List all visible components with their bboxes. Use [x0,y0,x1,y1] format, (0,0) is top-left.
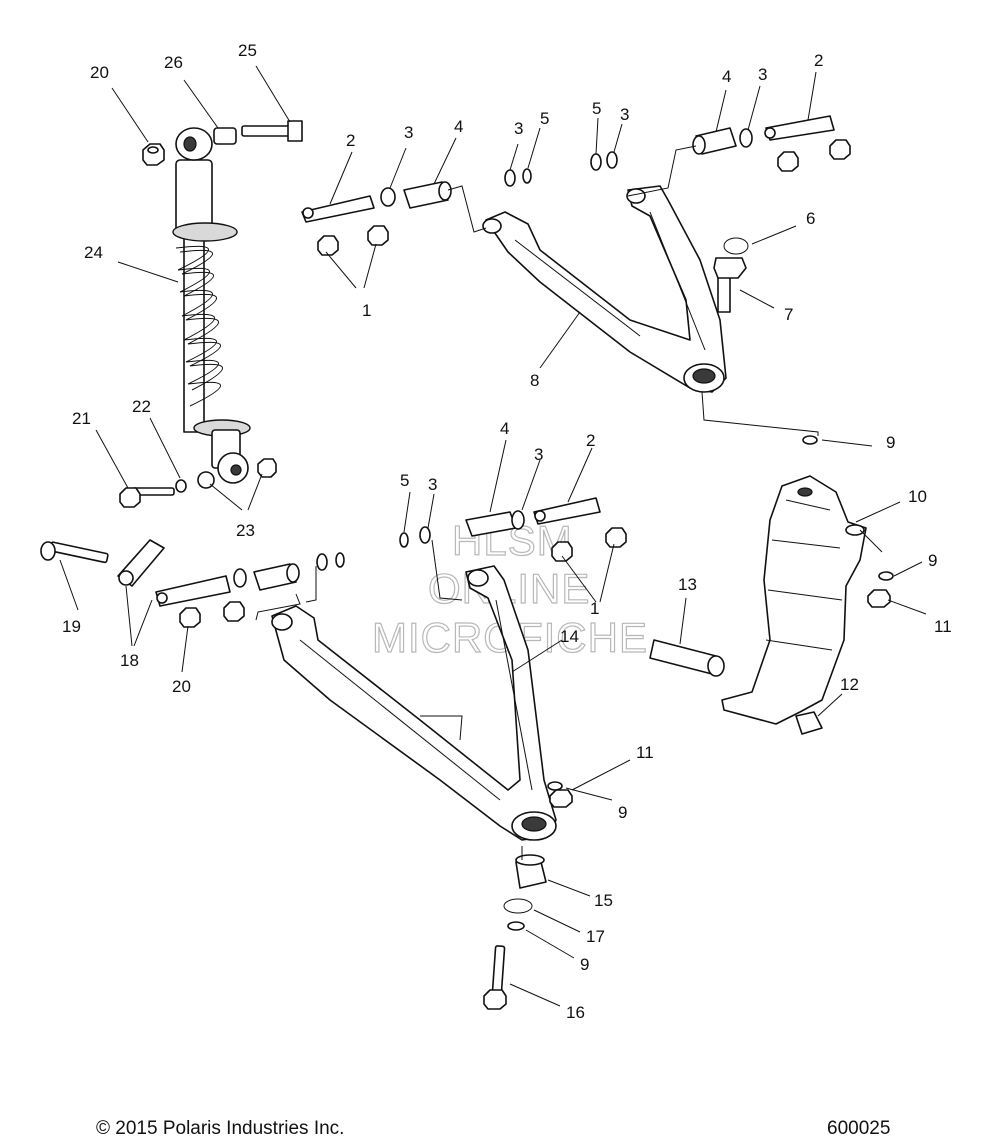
callout-7: 7 [784,305,793,324]
washer-3a [380,187,396,207]
washer-3c [606,151,618,169]
callout-8: 8 [530,371,539,390]
callout-18: 18 [120,651,139,670]
washer-3e [233,568,247,588]
connector-lines [255,145,883,860]
washer-3b [504,169,516,187]
callout-3-upper-far: 3 [758,65,767,84]
callout-15: 15 [594,891,613,910]
nut-23b [257,458,277,478]
watermark: HLSM ONLINE MICROFICHE [371,516,647,661]
shock-top-hardware [142,120,303,166]
callout-4-upper-left: 4 [454,117,463,136]
snap-ring-17 [503,898,533,914]
callout-16: 16 [566,1003,585,1022]
nut-1a [317,235,339,256]
washer-3d [739,128,753,148]
bushing-4c [253,563,297,591]
callout-25: 25 [238,41,257,60]
spacer-13 [649,639,717,675]
bolt-19 [49,541,109,564]
callout-2-upper-right: 2 [814,51,823,70]
callout-9-lower-arm: 9 [618,803,627,822]
callout-2-lower: 2 [586,431,595,450]
callout-26: 26 [164,53,183,72]
washer-22 [175,479,187,493]
leader-lines [59,65,927,1007]
ring-5b [590,153,602,171]
callout-1-lower: 1 [590,599,599,618]
callout-14: 14 [560,627,579,646]
nut-1b [367,225,389,246]
bushing-26 [213,127,237,145]
washer-9b [878,571,894,581]
upper-left-hardware [301,168,532,256]
callout-9-knuckle-side: 9 [928,551,937,570]
callout-5-lower: 5 [400,471,409,490]
callout-5-upper-mid: 5 [540,109,549,128]
nut-2b-a [777,151,799,172]
pivot-2c [155,575,231,607]
callout-1: 1 [362,301,371,320]
washer-3g [511,510,525,530]
pivot-2b [765,115,835,141]
lower-right-hardware [399,497,627,1010]
nut-20b [179,607,201,628]
snap-ring-6 [723,237,749,255]
callout-11-lower: 11 [636,743,654,762]
bushing-12 [795,711,823,735]
bolt-25 [241,125,291,137]
callout-24: 24 [84,243,103,262]
washer-9d [507,921,525,931]
upper-right-hardware [590,115,851,313]
washer-9a [802,435,818,445]
callout-9-bottom: 9 [580,955,589,974]
callout-12: 12 [840,675,859,694]
callout-13: 13 [678,575,697,594]
lower-a-arm[interactable] [271,565,557,841]
callout-22: 22 [132,397,151,416]
callout-3-upper-right: 3 [620,105,629,124]
shock-bottom-hardware [119,458,277,508]
callout-21: 21 [72,409,91,428]
bushing-4a [403,181,449,209]
callout-10: 10 [908,487,927,506]
callout-3-upper-mid: 3 [514,119,523,138]
washer-9c [547,781,563,791]
steering-knuckle[interactable] [649,435,894,735]
callouts: 20 26 25 24 21 22 23 1 2 3 4 3 5 5 3 4 3… [62,41,952,1022]
callout-20-top: 20 [90,63,109,82]
callout-6: 6 [806,209,815,228]
nut-2b-b [829,139,851,160]
ring-5a [522,168,532,184]
callout-3-upper-left: 3 [404,123,413,142]
shock-absorber[interactable] [172,127,251,484]
callout-9-knuckle-top: 9 [886,433,895,452]
upper-a-arm[interactable] [482,185,727,393]
ring-5c [399,532,409,548]
callout-4-lower: 4 [500,419,509,438]
nut-11a [867,589,891,608]
callout-11-knuckle: 11 [934,617,952,636]
callout-19: 19 [62,617,81,636]
callout-4-upper-right: 4 [722,67,731,86]
lower-left-hardware [40,539,345,628]
pivot-2a [301,195,375,223]
callout-5-upper-right: 5 [592,99,601,118]
washer-3f [419,526,431,544]
callout-3-lower-left: 3 [428,475,437,494]
diagram-code: 600025 [827,1118,891,1139]
callout-20-lower: 20 [172,677,191,696]
callout-2-upper-left: 2 [346,131,355,150]
copyright-notice: © 2015 Polaris Industries Inc. [96,1118,345,1139]
nut-11b [549,789,573,808]
callout-3-lower-right: 3 [534,445,543,464]
callout-17: 17 [586,927,605,946]
callout-23: 23 [236,521,255,540]
